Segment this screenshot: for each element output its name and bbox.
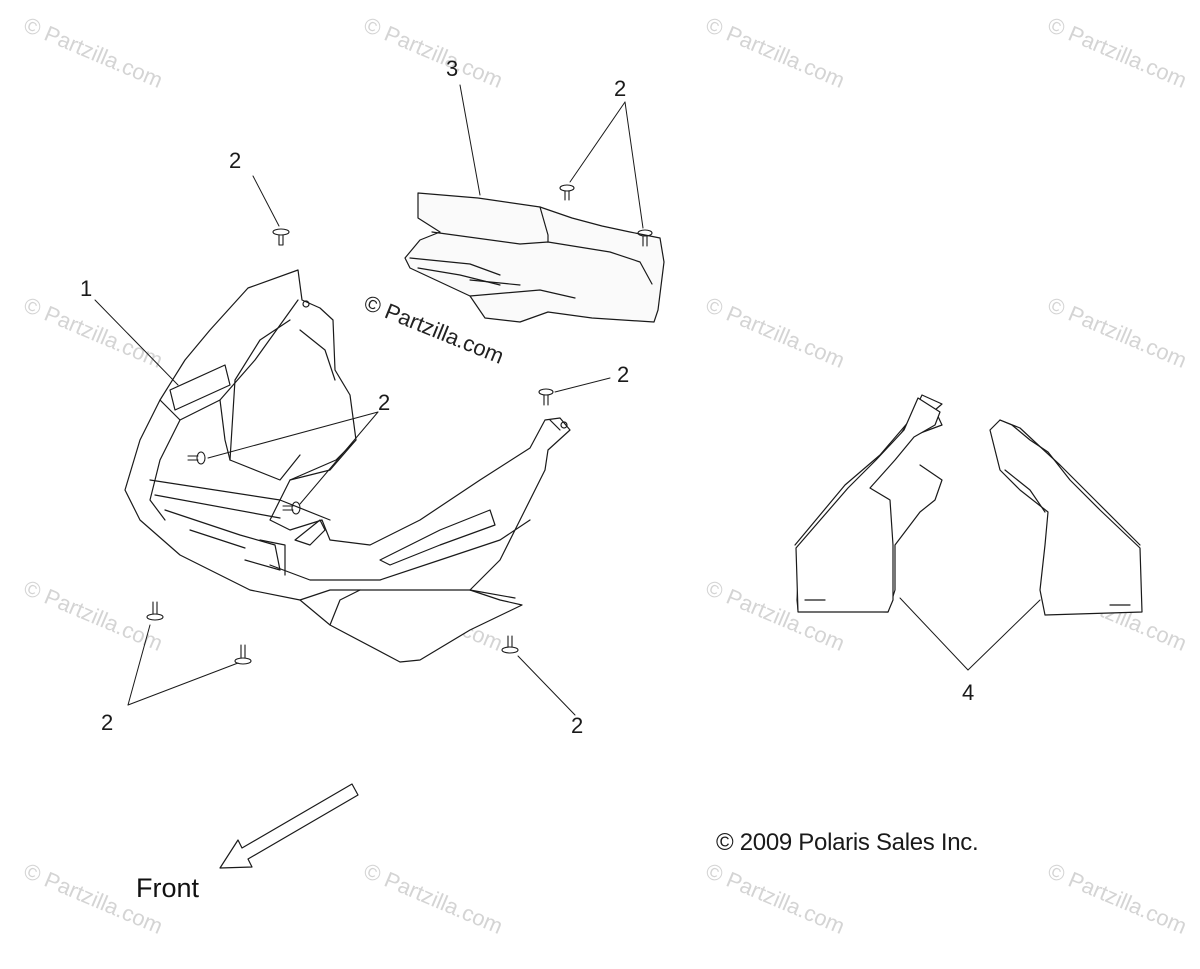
callout-2: 2 bbox=[614, 76, 627, 101]
pad-left-part-4 bbox=[794, 394, 943, 613]
front-direction-arrow bbox=[219, 783, 359, 869]
callout-3: 3 bbox=[446, 56, 459, 81]
callout-2: 2 bbox=[571, 713, 584, 738]
callout-1: 1 bbox=[80, 276, 93, 301]
fastener-part-2 bbox=[146, 184, 653, 665]
callout-2: 2 bbox=[378, 390, 391, 415]
leader-lines bbox=[94, 84, 1041, 716]
copyright-notice: © 2009 Polaris Sales Inc. bbox=[716, 829, 979, 856]
callout-2: 2 bbox=[617, 362, 630, 387]
front-hood-part-1 bbox=[124, 269, 571, 663]
front-label: Front bbox=[136, 873, 200, 903]
cover-plate-part-3 bbox=[404, 192, 665, 323]
callout-2: 2 bbox=[229, 148, 242, 173]
pad-right-part-4 bbox=[989, 419, 1143, 616]
callout-2: 2 bbox=[101, 710, 114, 735]
callout-4: 4 bbox=[962, 680, 975, 705]
